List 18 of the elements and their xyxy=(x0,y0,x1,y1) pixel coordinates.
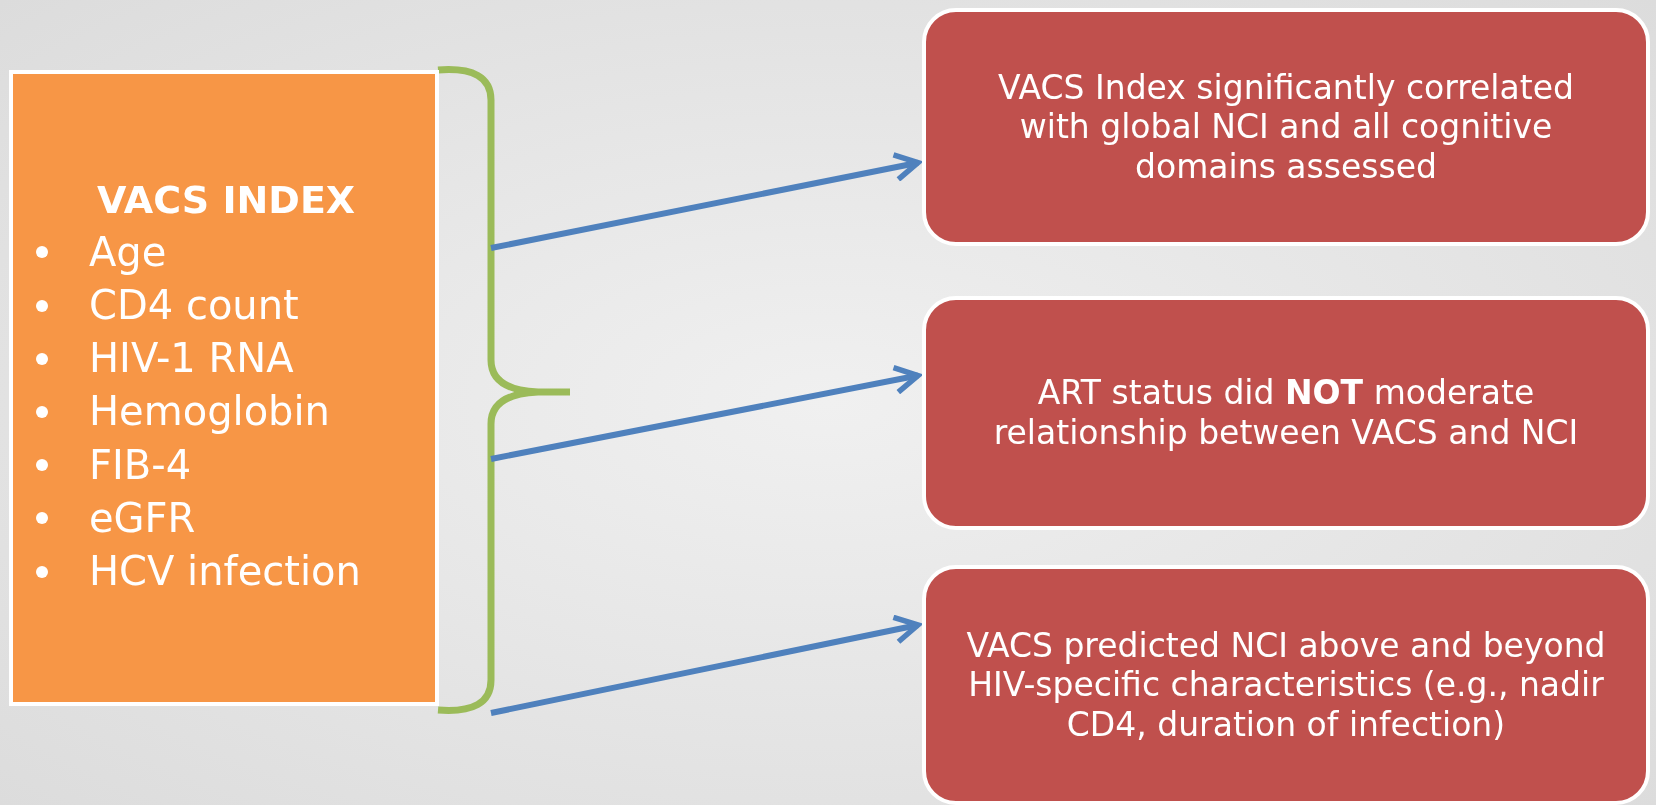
list-box xyxy=(9,70,439,706)
result-text: VACS predicted NCI above and beyond HIV-specific characteristics (e.g., nadir CD4, duration of infection) xyxy=(966,625,1606,745)
list-item: CD4 count xyxy=(89,281,299,331)
arrow xyxy=(490,152,921,251)
result-box xyxy=(922,296,1650,530)
arrow xyxy=(490,364,921,462)
arrow xyxy=(490,614,921,716)
list-item: HCV infection xyxy=(89,546,361,596)
list-item: HIV-1 RNA xyxy=(89,334,294,384)
list-item: FIB-4 xyxy=(89,440,192,490)
list-item: Hemoglobin xyxy=(89,387,330,437)
result-text: VACS Index significantly correlated with global NCI and all cognitive domains assessed xyxy=(997,67,1575,187)
result-box xyxy=(922,8,1650,246)
list-heading: VACS INDEX xyxy=(97,177,357,222)
list-item: Age xyxy=(89,227,167,277)
result-box xyxy=(922,565,1650,805)
list-item: eGFR xyxy=(89,493,196,543)
result-text: ART status did NOT moderate relationship between VACS and NCI xyxy=(992,373,1580,453)
